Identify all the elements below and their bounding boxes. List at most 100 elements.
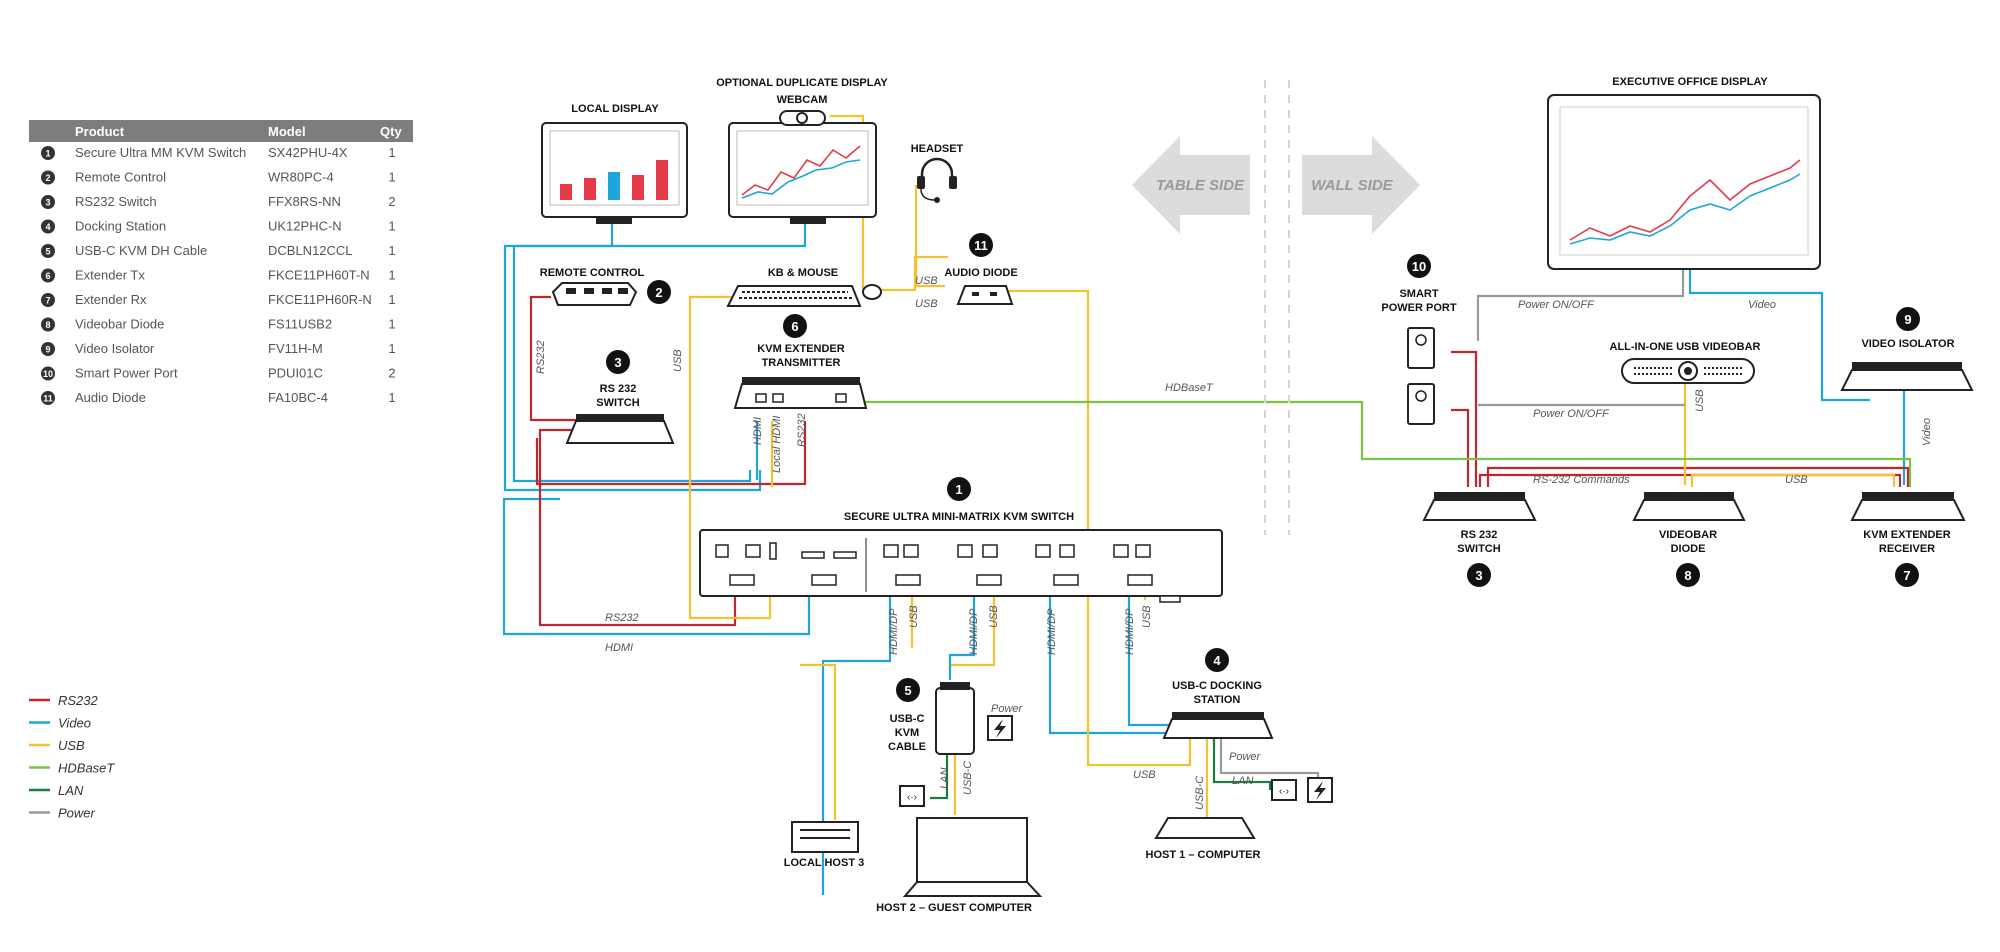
cable-label: USB (1133, 769, 1156, 781)
cable-label: USB (1141, 605, 1153, 628)
table-cell-qty: 1 (388, 341, 395, 356)
table-cell-num: 7 (45, 296, 50, 306)
cable-label: RS232 (605, 612, 639, 624)
table-cell-num: 9 (45, 345, 50, 355)
usbc-cable-label-2: KVM (895, 727, 919, 739)
table-cell-product: Audio Diode (75, 390, 146, 405)
table-cell-product: Extender Rx (75, 292, 147, 307)
legend-label: USB (58, 738, 85, 753)
table-cell-qty: 2 (388, 194, 395, 209)
host-2-label: HOST 2 – GUEST COMPUTER (876, 902, 1032, 914)
usb-wire-rx (1690, 473, 1896, 487)
kvm-extender-transmitter (733, 377, 868, 409)
host-2-guest-computer (902, 817, 1043, 897)
table-cell-num: 10 (43, 369, 53, 379)
cable-label: HDMI (752, 417, 764, 445)
lan-wire-c5 (930, 755, 949, 800)
badge-2 (647, 280, 671, 304)
cable-label: HDMI/DP (1046, 608, 1058, 655)
rs232-switch-label-1: RS 232 (600, 383, 637, 395)
legend-label: LAN (58, 783, 84, 798)
badge-4-text: 4 (1213, 653, 1221, 668)
rs232-wire-power2 (1451, 408, 1470, 487)
table-cell-product: RS232 Switch (75, 194, 157, 209)
table-cell-product: Videobar Diode (75, 317, 164, 332)
rs232-wire-power1 (1451, 350, 1478, 487)
table-cell-model: WR80PC-4 (268, 170, 334, 185)
cable-label: USB (988, 605, 1000, 628)
table-header-product: Product (75, 124, 125, 139)
rs232-switch-label-2: SWITCH (596, 397, 639, 409)
badge-11 (969, 233, 993, 257)
webcam-label: WEBCAM (777, 94, 828, 106)
executive-office-display (1547, 94, 1821, 270)
mouse-icon (862, 284, 882, 300)
rs232-switch-right (1422, 492, 1537, 521)
table-cell-qty: 1 (388, 390, 395, 405)
kvm-switch (699, 529, 1223, 603)
usb-wire-host3 (800, 663, 837, 820)
cable-label: Local HDMI (771, 416, 783, 473)
table-cell-num: 8 (45, 320, 50, 330)
table-cell-model: FA10BC-4 (268, 390, 328, 405)
badge-11-text: 11 (974, 238, 988, 253)
table-cell-qty: 1 (388, 219, 395, 234)
remote-control (551, 282, 638, 306)
cable-label: USB (915, 298, 938, 310)
cable-label: Power (1229, 751, 1262, 763)
table-cell-qty: 1 (388, 145, 395, 160)
power-bolt-icon (1307, 777, 1333, 803)
video-wire-port4-dock (1127, 575, 1180, 727)
smart-power-label-2: POWER PORT (1381, 302, 1456, 314)
headset-label: HEADSET (911, 143, 964, 155)
legend-item: USB (29, 738, 85, 753)
legend-label: Power (58, 806, 96, 821)
display-bar (584, 178, 596, 200)
legend-item: Video (29, 716, 91, 731)
badge-10 (1407, 254, 1431, 278)
usb-wire-audio-dock (988, 289, 1192, 767)
table-cell-num: 11 (43, 394, 53, 404)
table-cell-num: 2 (45, 173, 50, 183)
table-cell-qty: 1 (388, 317, 395, 332)
badge-1-text: 1 (955, 482, 962, 497)
cable-label: HDMI/DP (888, 608, 900, 655)
table-cell-model: FS11USB2 (268, 317, 332, 332)
usb-wire-headset (914, 185, 945, 288)
row-number-badge (41, 317, 55, 332)
badge-4 (1205, 648, 1229, 672)
table-cell-num: 6 (45, 271, 50, 281)
legend-label: Video (58, 716, 91, 731)
video-wire-local-display (503, 222, 762, 492)
table-row: 11 Audio Diode FA10BC-4 1 (41, 390, 396, 405)
cable-label: USB (672, 349, 684, 372)
svg-text:‹·›: ‹·› (1279, 786, 1289, 797)
videobar-label: ALL-IN-ONE USB VIDEOBAR (1610, 341, 1761, 353)
badge-8 (1676, 563, 1700, 587)
videobar-diode-label-1: VIDEOBAR (1659, 529, 1717, 541)
kvm-switch-label: SECURE ULTRA MINI-MATRIX KVM SWITCH (844, 511, 1074, 523)
table-cell-model: FKCE11PH60T-N (268, 268, 370, 283)
lan-port-icon: ‹·› (899, 785, 925, 807)
usb-wire-port2 (951, 575, 996, 667)
row-number-badge (41, 268, 55, 283)
legend-label: HDBaseT (58, 761, 115, 776)
lan-wire-dock (1212, 736, 1272, 790)
badge-3 (606, 350, 630, 374)
video-wire-optional-display (512, 222, 807, 483)
cable-label: HDMI/DP (1124, 608, 1136, 655)
cable-label: Video (1921, 418, 1933, 446)
display-bar (608, 172, 620, 200)
cable-label: Power ON/OFF (1518, 299, 1595, 311)
rs232-switch-right-label-1: RS 232 (1461, 529, 1498, 541)
table-cell-product: Secure Ultra MM KVM Switch (75, 145, 246, 160)
table-header-bar (29, 120, 413, 142)
smart-power-label-1: SMART (1399, 288, 1438, 300)
kvm-tx-label-1: KVM EXTENDER (757, 343, 844, 355)
row-number-badge (41, 146, 55, 160)
badge-1 (947, 477, 971, 501)
usbc-cable-label-3: CABLE (888, 741, 926, 753)
